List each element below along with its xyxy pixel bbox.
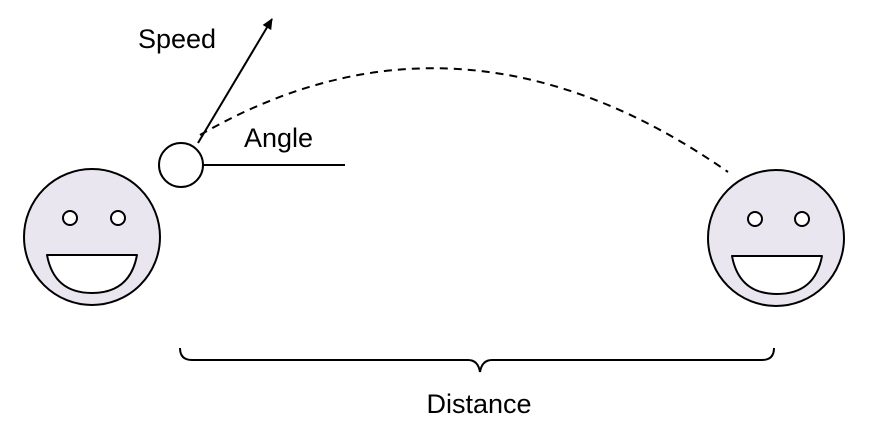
catcher-left-eye — [747, 211, 763, 227]
thrower-mouth — [46, 254, 138, 294]
thrower-right-eye — [110, 210, 126, 226]
thrower-smiley-face — [23, 168, 161, 306]
catcher-smiley-face — [707, 169, 845, 307]
distance-brace — [179, 347, 775, 373]
distance-label: Distance — [426, 389, 531, 419]
catcher-mouth — [731, 255, 823, 295]
thrower-left-eye — [62, 210, 78, 226]
trajectory-arc — [199, 67, 729, 173]
catcher-right-eye — [794, 211, 810, 227]
ball — [158, 142, 204, 188]
speed-label: Speed — [138, 24, 216, 54]
speed-arrow — [197, 18, 273, 144]
angle-label: Angle — [244, 123, 313, 153]
